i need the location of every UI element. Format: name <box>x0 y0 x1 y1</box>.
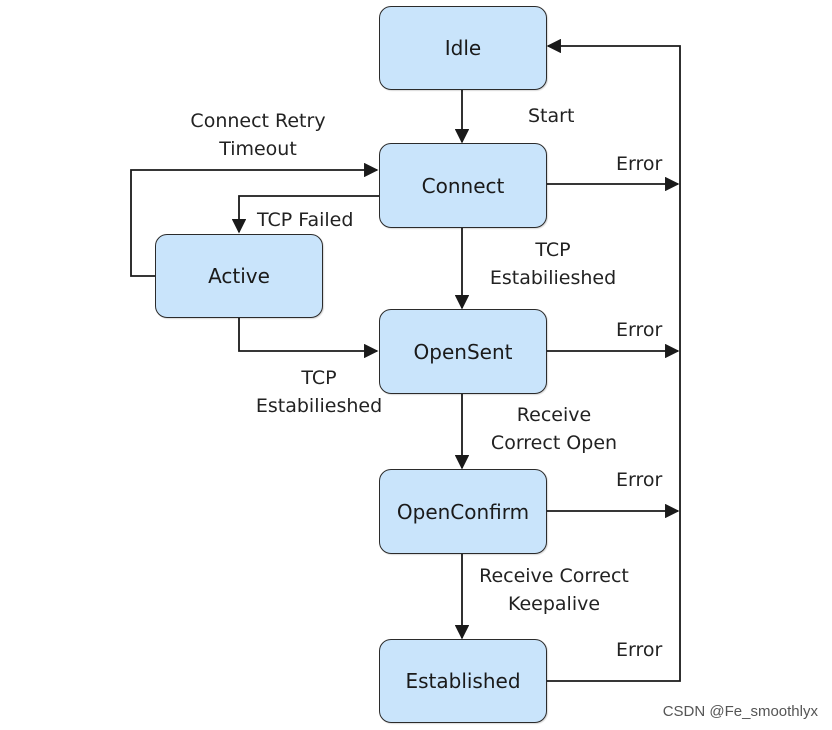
state-connect-label: Connect <box>421 173 505 198</box>
label-error-connect: Error <box>616 153 663 175</box>
label-receive-keepalive-line2: Keepalive <box>507 593 601 615</box>
state-connect: Connect <box>379 143 547 228</box>
label-error-openconfirm: Error <box>616 469 663 491</box>
label-tcp-established-1-line2: Estabilieshed <box>489 267 617 289</box>
label-tcp-established-1: TCP Estabilieshed <box>484 236 622 292</box>
arrow-active-to-connect-retry <box>130 162 379 277</box>
label-receive-correct-open-line2: Correct Open <box>490 432 618 454</box>
label-start: Start <box>528 105 575 127</box>
state-idle-label: Idle <box>444 36 482 60</box>
state-opensent: OpenSent <box>379 309 547 394</box>
state-active: Active <box>155 234 323 318</box>
label-connect-retry-line1: Connect Retry <box>190 110 326 132</box>
watermark: CSDN @Fe_smoothlyx <box>662 703 818 720</box>
label-receive-keepalive-line1: Receive Correct <box>479 565 629 587</box>
state-opensent-label: OpenSent <box>413 339 513 364</box>
label-connect-retry-line2: Timeout <box>219 138 297 160</box>
label-tcp-established-2-line1: TCP <box>301 367 337 389</box>
label-tcp-established-1-line1: TCP <box>535 239 571 261</box>
state-established: Established <box>379 639 547 723</box>
label-tcp-failed: TCP Failed <box>257 209 354 231</box>
state-openconfirm-label: OpenConfirm <box>396 499 530 524</box>
state-idle: Idle <box>379 6 547 90</box>
label-tcp-established-2-line2: Estabilieshed <box>255 395 383 417</box>
state-active-label: Active <box>208 264 270 288</box>
label-tcp-established-2: TCP Estabilieshed <box>250 364 388 420</box>
label-error-established: Error <box>616 639 663 661</box>
label-receive-keepalive: Receive Correct Keepalive <box>466 562 642 618</box>
label-connect-retry: Connect Retry Timeout <box>178 107 338 163</box>
label-receive-correct-open: Receive Correct Open <box>476 401 632 457</box>
state-openconfirm: OpenConfirm <box>379 469 547 554</box>
arrow-connect-to-active <box>231 195 379 234</box>
label-receive-correct-open-line1: Receive <box>516 404 592 426</box>
arrow-error-bus-to-idle <box>546 38 681 682</box>
label-error-opensent: Error <box>616 319 663 341</box>
arrow-active-to-opensent <box>238 318 379 359</box>
state-established-label: Established <box>405 669 521 693</box>
